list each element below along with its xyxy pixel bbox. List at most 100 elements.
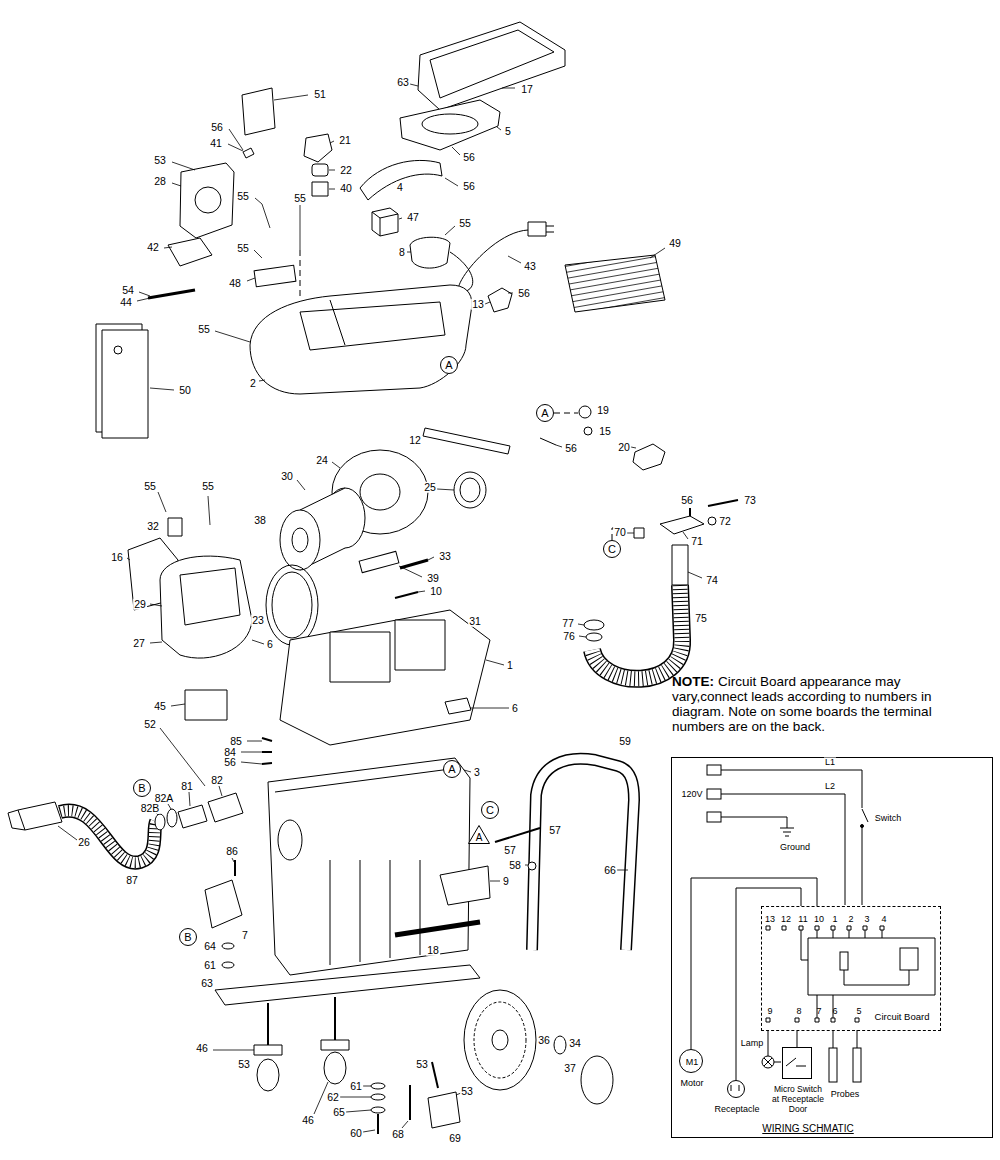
schematic-wiring [808, 938, 935, 995]
base-and-wheels [334, 997, 336, 1040]
schematic-wiring [707, 812, 721, 822]
leader-line [137, 84, 665, 390]
hose [155, 814, 165, 830]
small-parts [372, 208, 398, 236]
reference-letter: A [476, 833, 483, 843]
schematic-wiring [707, 765, 935, 1091]
callout-number: 62 [326, 1092, 340, 1103]
callout-number: 38 [253, 515, 267, 526]
hose [208, 793, 243, 822]
schematic-wiring [900, 948, 918, 970]
callout-number: 2 [249, 378, 257, 389]
callout-number: 51 [313, 89, 327, 100]
hose [8, 810, 25, 830]
switch-housing [195, 187, 221, 213]
callout-number: 31 [468, 616, 482, 627]
lid-head [300, 302, 445, 350]
gasket [266, 565, 318, 645]
triangle-outline [469, 826, 490, 844]
schematic-text: WIRING SCHMATIC [762, 1124, 853, 1134]
callout-number: 53 [237, 1059, 251, 1070]
reference-circle: B [179, 928, 197, 946]
accessory-hose [592, 585, 682, 679]
accessory-hose [708, 517, 716, 525]
receptacle-symbol: Receptacle [727, 1080, 745, 1098]
assembly-line [300, 250, 630, 540]
callout-number: 18 [426, 945, 440, 956]
callout-number: 4 [396, 182, 404, 193]
small-parts [312, 164, 328, 176]
schematic-text: 8 [796, 1007, 801, 1016]
callout-number: 57 [548, 825, 562, 836]
callout-number: 55 [458, 218, 472, 229]
tray-part [430, 30, 554, 98]
float-parts [540, 438, 556, 445]
reference-letter: C [608, 544, 616, 555]
motor-assembly [360, 474, 400, 510]
reference-letter: C [486, 805, 494, 816]
base-and-wheels [474, 1002, 526, 1078]
callout-number: 69 [448, 1133, 462, 1144]
callout-number: 50 [178, 385, 192, 396]
callout-number: 56 [462, 152, 476, 163]
assembly-line [554, 413, 578, 414]
callout-number: 32 [146, 521, 160, 532]
power-head-body [445, 698, 471, 714]
schematic-wiring [768, 1030, 781, 1062]
callout-number: 29 [133, 599, 147, 610]
callout-number: 37 [563, 1063, 577, 1074]
callout-number: 60 [349, 1128, 363, 1139]
float-parts [423, 406, 665, 470]
schematic-wiring [707, 765, 721, 775]
callout-number: 49 [668, 238, 682, 249]
schematic-wiring [801, 930, 882, 960]
reference-triangle: A [468, 825, 490, 844]
motor-assembly [460, 478, 480, 502]
wiring-label: Ground [779, 843, 811, 852]
schematic-wiring [840, 952, 848, 970]
callout-number: 48 [228, 278, 242, 289]
callout-number: 41 [209, 138, 223, 149]
callout-number: 16 [110, 552, 124, 563]
callout-number: 64 [203, 941, 217, 952]
hose [205, 880, 242, 928]
leader-line [127, 445, 702, 786]
callout-number: 27 [132, 638, 146, 649]
base-and-wheels [222, 962, 234, 968]
small-parts [360, 160, 442, 200]
filter-bags [102, 330, 148, 438]
lid-head [330, 300, 345, 345]
motor-assembly [400, 560, 428, 568]
exhaust-housing [128, 518, 252, 658]
callout-number: 5 [504, 126, 512, 137]
reference-letter: A [448, 764, 455, 775]
base-and-wheels [492, 1030, 508, 1050]
hose [60, 811, 156, 863]
accessory-hose [584, 620, 604, 630]
callout-number: 33 [438, 551, 452, 562]
schematic-text: 10 [814, 915, 824, 924]
callout-number: 45 [153, 701, 167, 712]
base-and-wheels [581, 1056, 613, 1104]
callout-number: 53 [415, 1059, 429, 1070]
exhaust-housing [160, 556, 252, 658]
motor-assembly [280, 450, 486, 598]
schematic-wiring [861, 825, 864, 828]
power-cord [546, 226, 554, 232]
note-heading: NOTE: [672, 674, 714, 689]
callout-number: 82B [140, 803, 161, 814]
callout-number: 82 [210, 775, 224, 786]
power-head-body [185, 690, 227, 720]
wiring-label: 120V [680, 790, 703, 799]
callout-number: 56 [210, 122, 224, 133]
cart-handle [528, 862, 536, 870]
tank [278, 820, 302, 860]
base-and-wheels [267, 1003, 269, 1045]
callout-number: 1 [506, 660, 514, 671]
base-and-wheels [378, 1085, 410, 1134]
base-and-wheels [371, 1094, 385, 1100]
schematic-text: Motor [680, 1079, 703, 1088]
hose [8, 793, 243, 928]
gasket [272, 572, 312, 638]
callout-number: 44 [119, 297, 133, 308]
